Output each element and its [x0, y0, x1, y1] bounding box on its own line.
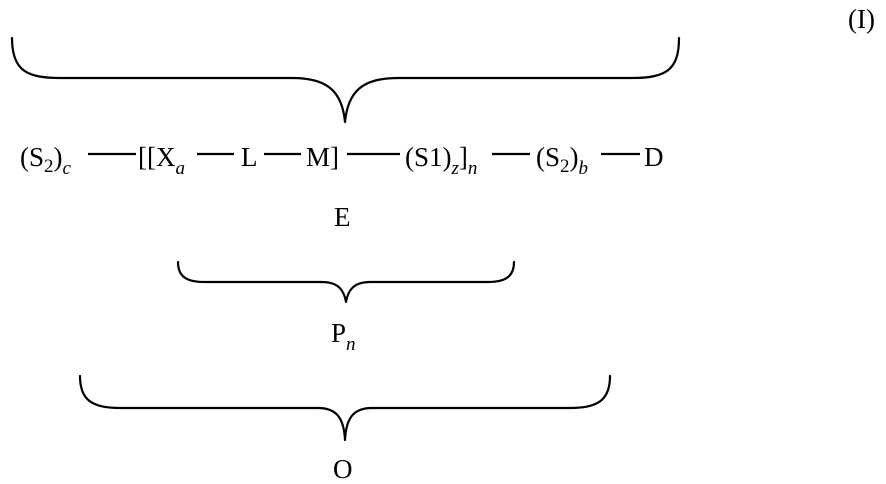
segment-s2-b: (S2)b	[536, 142, 588, 179]
segment-l: L	[241, 142, 258, 172]
label-o: O	[333, 454, 353, 484]
segment-s2-c: (S2)c	[20, 142, 72, 179]
formula-label: (I)	[848, 4, 875, 34]
segment-d: D	[644, 142, 664, 172]
segment-s1-z-n: (S1)z]n	[405, 142, 477, 179]
segment-x-a: [[Xa	[138, 142, 185, 179]
segment-m: M]	[306, 142, 339, 172]
middle-brace	[178, 262, 514, 302]
formula-line: (S2)c [[Xa L M] (S1)z]n (S2)b D	[20, 142, 664, 179]
bottom-brace	[80, 376, 610, 440]
label-e: E	[334, 202, 351, 232]
label-p-n: Pn	[331, 318, 356, 355]
top-brace	[12, 38, 679, 122]
